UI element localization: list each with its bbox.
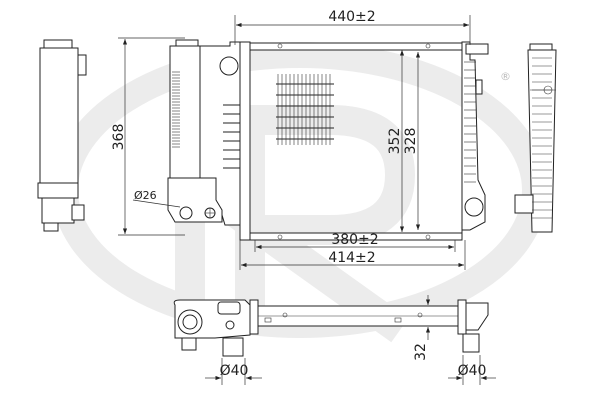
dim-left-outlet-diameter: Ø40 <box>220 363 249 379</box>
left-tank <box>167 39 241 226</box>
bottom-view <box>173 299 489 357</box>
right-side-view <box>514 43 557 233</box>
right-tank <box>461 41 489 231</box>
dim-core-height-inner: 328 <box>403 128 419 155</box>
dim-core-width: 380±2 <box>331 232 378 248</box>
dim-overall-height: 368 <box>111 124 127 151</box>
dim-overall-width: 440±2 <box>328 9 375 25</box>
dim-tank-to-tank-width: 414±2 <box>328 250 375 266</box>
dim-core-depth: 32 <box>413 343 429 361</box>
left-side-view <box>37 39 87 232</box>
dim-inlet-diameter: Ø26 <box>134 189 157 202</box>
registered-mark: ® <box>500 70 511 83</box>
dim-core-height-outer: 352 <box>387 128 403 155</box>
dim-right-outlet-diameter: Ø40 <box>458 363 487 379</box>
dimensions <box>118 15 496 385</box>
